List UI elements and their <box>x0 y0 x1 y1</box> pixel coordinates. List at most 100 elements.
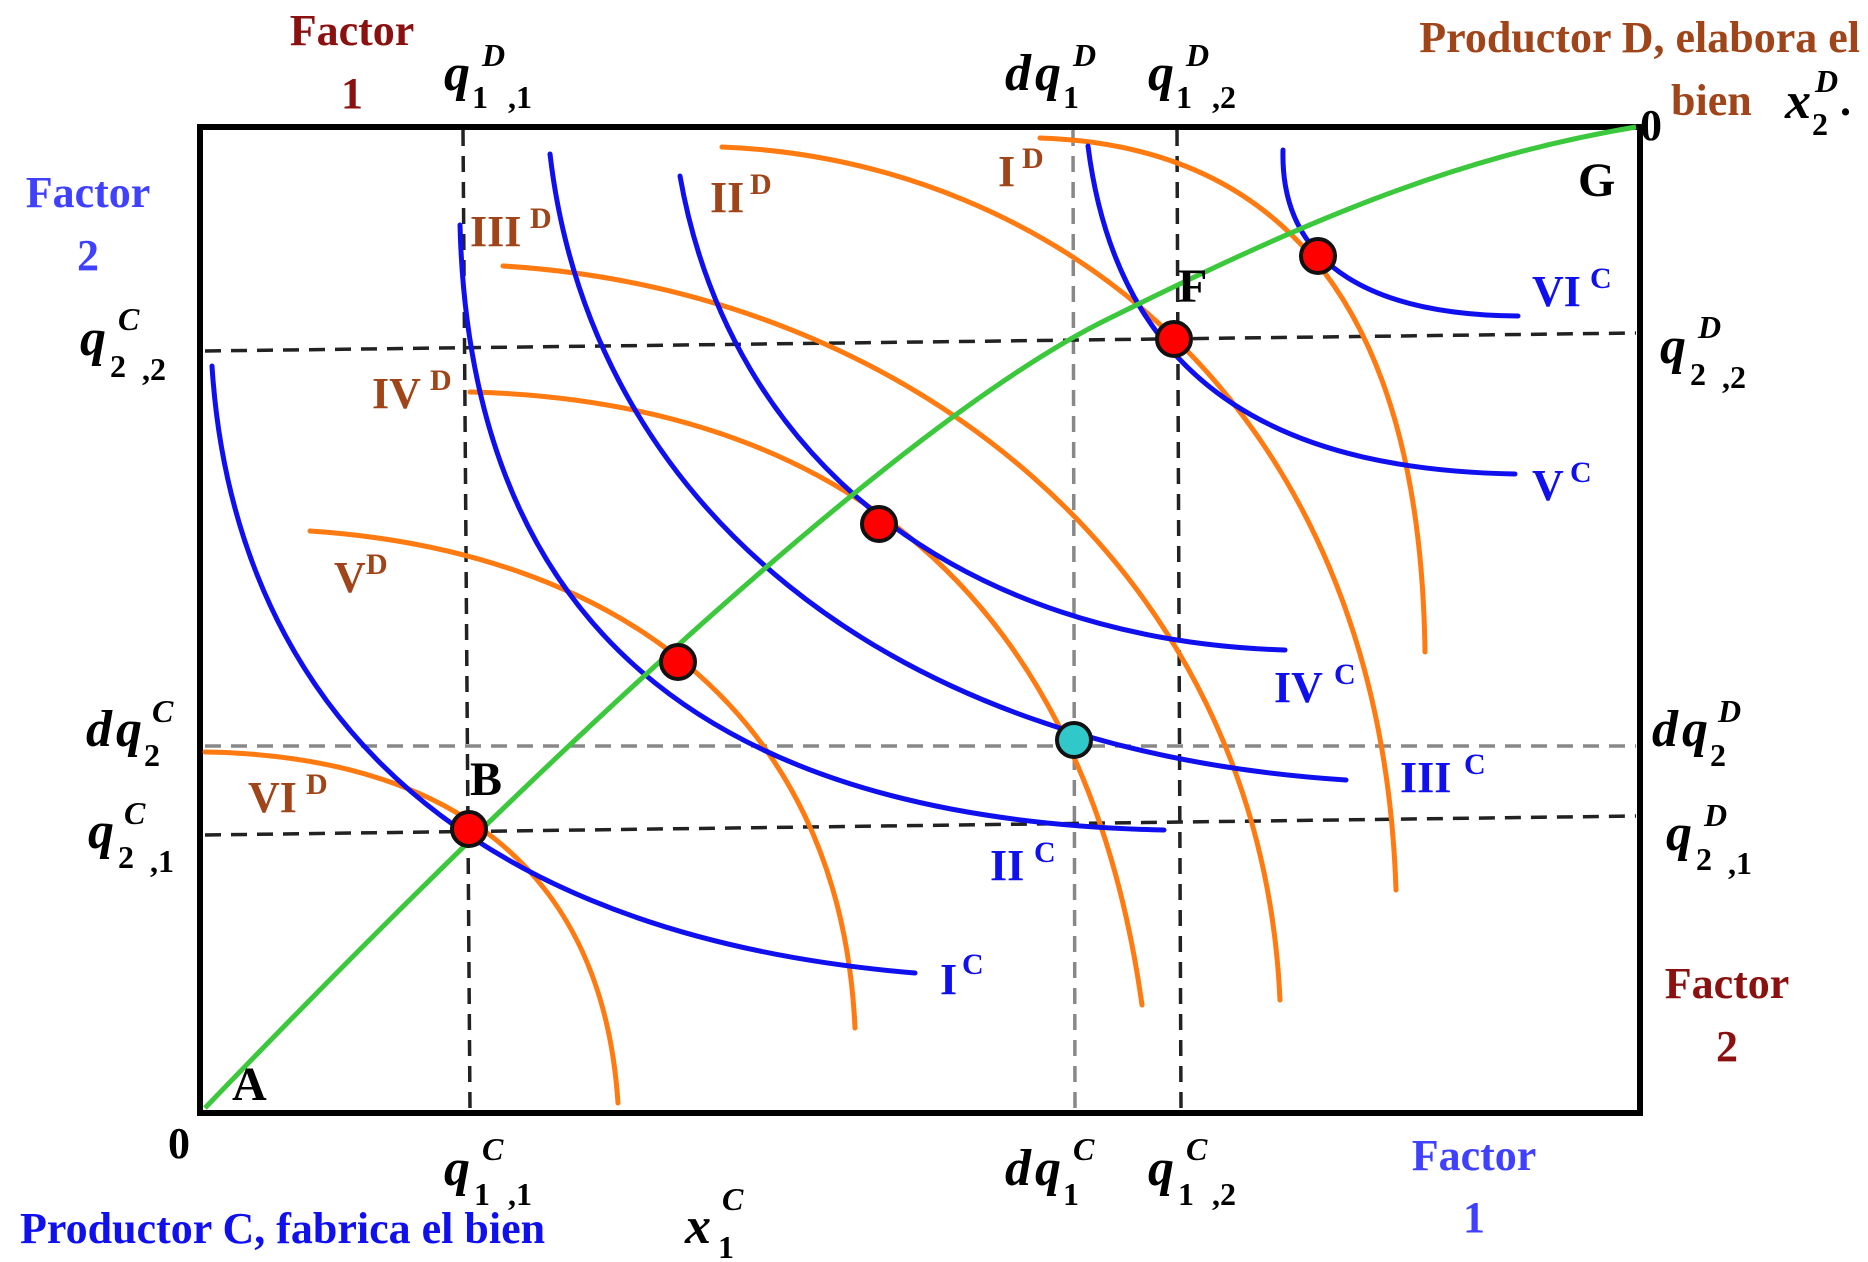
axis-label-q1C1: q 1 C ,1 <box>444 1131 532 1212</box>
tangency-point-b <box>450 810 488 848</box>
q2D2-sup: D <box>1697 309 1721 345</box>
q2D1-idx: ,1 <box>1728 845 1752 881</box>
q1C1-var: q <box>444 1140 470 1197</box>
point-label-a: A <box>232 1058 267 1111</box>
contract-curve <box>203 124 1637 1110</box>
factor2-right-line1: Factor <box>1665 959 1790 1008</box>
factor1-top-label: Factor 1 <box>290 6 415 118</box>
axis-label-q1D1: q 1 D ,1 <box>444 37 532 115</box>
axis-label-q1D2: q 1 D ,2 <box>1148 37 1236 115</box>
isoquant-c-V <box>1085 143 1518 477</box>
q1C1-sup: C <box>482 1131 504 1167</box>
axis-label-dq1D: d q 1 D <box>1005 37 1096 115</box>
dq2D-sup: D <box>1717 693 1741 729</box>
q2C1-idx: ,1 <box>150 843 174 879</box>
axis-label-q2C1: q 2 C ,1 <box>88 795 174 879</box>
q1D1-sup: D <box>481 37 505 73</box>
q1C2-idx: ,2 <box>1212 1176 1236 1212</box>
label-c-III: III <box>1400 753 1451 802</box>
label-d-I: I <box>998 147 1015 196</box>
q2D2-sub: 2 <box>1690 356 1706 392</box>
q1C2-sup: C <box>1186 1131 1208 1167</box>
dq2C-pre: d <box>86 701 113 758</box>
tangency-point-3 <box>860 505 898 543</box>
label-c-II-sup: C <box>1034 836 1056 869</box>
q1C1-sub: 1 <box>474 1176 490 1212</box>
q2C1-sub: 2 <box>118 839 134 875</box>
isoquant-labels-d: I D II D III D IV D V D VI D <box>248 142 1044 822</box>
q2D1-var: q <box>1666 805 1692 862</box>
reference-lines <box>204 129 1637 1111</box>
dq1C-sup: C <box>1073 1131 1095 1167</box>
label-c-I-sup: C <box>962 948 984 981</box>
origin-d: 0 <box>1640 101 1662 150</box>
dq1C-pre: d <box>1005 1140 1032 1197</box>
dq2D-sub: 2 <box>1710 737 1726 773</box>
isoquant-c-VI <box>1280 147 1521 319</box>
q1D1-sub: 1 <box>472 79 488 115</box>
point-label-f: F <box>1178 260 1207 313</box>
label-d-I-sup: D <box>1022 142 1044 175</box>
producer-c-label: Productor C, fabrica el bien x C 1 <box>20 1181 744 1262</box>
label-d-IV: IV <box>372 369 421 418</box>
q1D2-var: q <box>1148 45 1174 102</box>
edgeworth-box-frame <box>197 124 1643 1116</box>
label-c-I: I <box>940 955 957 1004</box>
label-d-IV-sup: D <box>430 364 452 397</box>
label-d-III: III <box>470 207 521 256</box>
isoquant-c-III <box>547 151 1349 783</box>
producer-d-line2: bien <box>1671 76 1752 125</box>
label-d-V-sup: D <box>366 548 388 581</box>
factor2-right-line2: 2 <box>1716 1022 1738 1071</box>
label-c-V: V <box>1532 461 1564 510</box>
label-c-II: II <box>990 841 1024 890</box>
q1C1-idx: ,1 <box>508 1176 532 1212</box>
label-c-VI: VI <box>1532 267 1581 316</box>
tangency-point-5 <box>1299 237 1337 275</box>
dashed-line-q2-1 <box>204 814 1637 837</box>
factor1-bottom-label: Factor 1 <box>1412 1131 1537 1242</box>
isoquant-c-I <box>209 363 918 976</box>
q1D2-idx: ,2 <box>1212 79 1236 115</box>
axis-label-q2D2: q 2 D ,2 <box>1660 309 1746 395</box>
axis-label-q2D1: q 2 D ,1 <box>1666 797 1752 881</box>
q1D2-sub: 1 <box>1176 79 1192 115</box>
point-label-b: B <box>470 753 502 806</box>
label-c-V-sup: C <box>1570 456 1592 489</box>
axis-label-dq2C: d q 2 C <box>86 693 174 773</box>
axis-label-dq2D: d q 2 D <box>1652 693 1741 773</box>
factor1-bottom-line2: 1 <box>1463 1193 1485 1242</box>
isoquants-producer-d <box>202 135 1428 1106</box>
q2C2-sub: 2 <box>110 348 126 384</box>
factor2-left-label: Factor 2 <box>26 168 151 280</box>
isoquant-labels-c: I C II C III C IV C V C VI C <box>940 262 1612 1004</box>
q1D1-var: q <box>444 45 470 102</box>
factor1-top-line2: 1 <box>341 69 363 118</box>
dashed-line-q1-2 <box>1175 129 1183 1111</box>
producer-c-sup: C <box>722 1181 744 1217</box>
label-d-III-sup: D <box>530 202 552 235</box>
factor1-bottom-line1: Factor <box>1412 1131 1537 1180</box>
q2C1-sup: C <box>124 795 146 831</box>
factor1-top-line1: Factor <box>290 6 415 55</box>
factor2-left-line2: 2 <box>77 231 99 280</box>
q2D2-var: q <box>1660 318 1686 375</box>
isoquant-d-I <box>1037 135 1428 655</box>
isoquant-c-II <box>457 222 1167 833</box>
dq2D-pre: d <box>1652 701 1679 758</box>
equilibrium-points <box>450 237 1337 848</box>
inefficient-point <box>1055 721 1093 759</box>
q2D1-sub: 2 <box>1696 841 1712 877</box>
isoquant-d-III <box>500 263 1283 1003</box>
point-letters: A B F G <box>232 154 1615 1111</box>
origin-c: 0 <box>168 1119 190 1168</box>
isoquant-c-IV <box>677 173 1288 653</box>
label-c-IV-sup: C <box>1334 658 1356 691</box>
factor2-right-label: Factor 2 <box>1665 959 1790 1071</box>
q2D2-idx: ,2 <box>1722 359 1746 395</box>
dq2C-sup: C <box>152 693 174 729</box>
label-d-II-sup: D <box>750 168 772 201</box>
producer-d-end: . <box>1840 76 1851 125</box>
q1C2-var: q <box>1148 1140 1174 1197</box>
dq1C-sub: 1 <box>1063 1176 1079 1212</box>
